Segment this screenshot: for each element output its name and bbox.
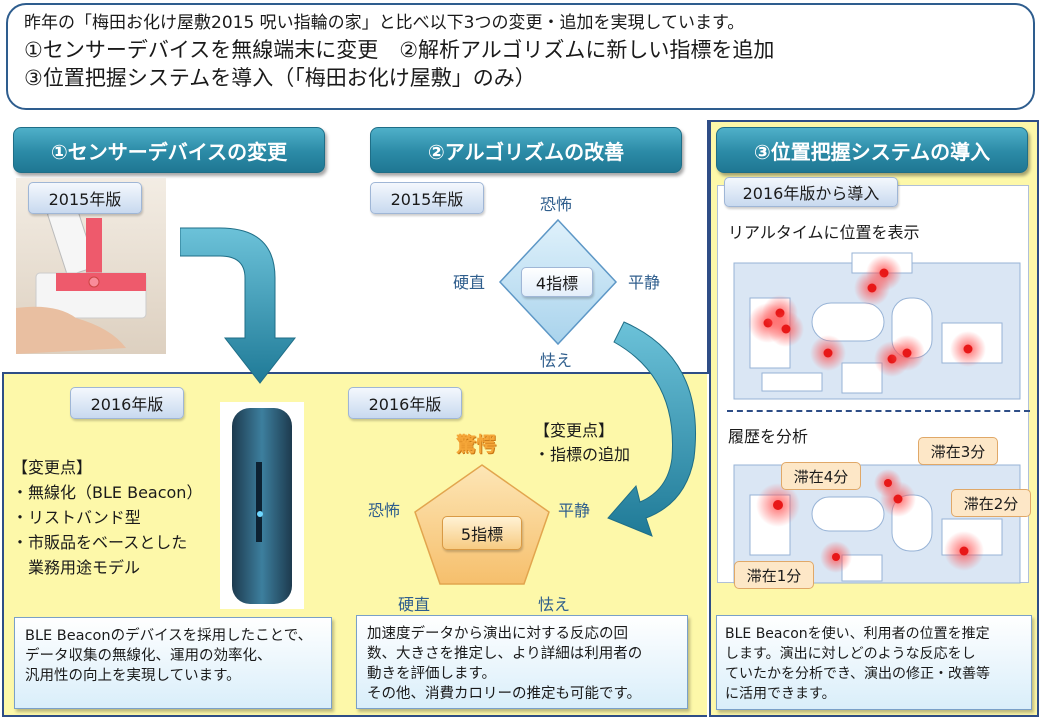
diamond-label-bottom: 怯え: [540, 351, 573, 370]
device-2015-illustration: [16, 204, 147, 354]
pentagon-label-left: 恐怖: [368, 501, 401, 520]
section1-change-1: ・リストバンド型: [12, 508, 141, 527]
stay-label-3min: 滞在3分: [918, 437, 998, 465]
intro-line-3: ③位置把握システムを導入（「梅田お化け屋敷」のみ）: [24, 66, 536, 90]
device-2016-photo: [220, 402, 304, 609]
section2-arrow-icon: [607, 321, 697, 537]
section1-ver-2015: 2015年版: [28, 182, 142, 214]
section3-separator: [727, 410, 1030, 412]
pentagon-label-top: 驚愕: [456, 432, 496, 456]
region-divider: [707, 120, 709, 374]
section3-desc-line: します。演出に対しどのような反応をし: [725, 646, 976, 662]
section1-desc-line: データ収集の無線化、運用の効率化、: [25, 648, 272, 664]
section1-desc-line: 汎用性の向上を実現しています。: [25, 668, 241, 684]
section1-changes-title: 【変更点】: [12, 458, 93, 477]
pentagon-center: 5指標: [442, 516, 522, 550]
section2-desc-line: 数、大きさを推定し、より詳細は利用者の: [367, 646, 643, 662]
section2-change-0: ・指標の追加: [534, 445, 631, 464]
diamond-label-right: 平静: [628, 273, 661, 292]
section1-change-2: ・市販品をベースとした: [12, 533, 188, 552]
section3-realtime-label: リアルタイムに位置を表示: [728, 223, 920, 242]
section2-ver-2015: 2015年版: [370, 182, 484, 214]
section2-desc-line: その他、消費カロリーの推定も可能です。: [367, 686, 642, 702]
section1-change-3: 業務用途モデル: [12, 558, 141, 577]
stay-label-2min: 滞在2分: [951, 489, 1031, 517]
section2-changes-title: 【変更点】: [534, 421, 615, 440]
intro-callout: 昨年の「梅田お化け屋敷2015 呪い指輪の家」と比べ以下3つの変更・追加を実現し…: [6, 3, 1035, 110]
section1-description: BLE Beaconのデバイスを採用したことで、 データ収集の無線化、運用の効率…: [14, 617, 332, 709]
section2-ver-2016: 2016年版: [348, 387, 462, 419]
section1-desc-line: BLE Beaconのデバイスを採用したことで、: [25, 628, 313, 644]
section1-title: ①センサーデバイスの変更: [13, 127, 325, 173]
diamond-label-top: 恐怖: [540, 195, 573, 214]
pentagon-label-right: 平静: [558, 501, 591, 520]
stay-label-4min: 滞在4分: [781, 462, 861, 490]
section3-ver-2016: 2016年版から導入: [724, 177, 898, 207]
section3-desc-line: に活用できます。: [725, 686, 836, 702]
pentagon-label-bottom-right: 怯え: [538, 595, 571, 614]
section2-title: ②アルゴリズムの改善: [370, 127, 682, 173]
wristband-illustration: [232, 408, 292, 604]
section2-desc-line: 動きを評価します。: [367, 666, 497, 682]
section3-desc-line: BLE Beaconを使い、利用者の位置を推定: [725, 626, 990, 642]
section3-history-label: 履歴を分析: [728, 427, 809, 446]
intro-line-2: ①センサーデバイスを無線端末に変更 ②解析アルゴリズムに新しい指標を追加: [24, 38, 775, 62]
section2-desc-line: 加速度データから演出に対する反応の回: [367, 626, 628, 642]
realtime-floor-map: [733, 252, 1021, 400]
section1-ver-2016: 2016年版: [70, 387, 184, 419]
section3-title: ③位置把握システムの導入: [716, 127, 1028, 173]
diamond-label-left: 硬直: [453, 273, 486, 292]
section3-desc-line: ていたかを分析でき、演出の修正・改善等: [725, 666, 991, 682]
section1-change-0: ・無線化（BLE Beacon）: [12, 483, 203, 502]
stay-label-1min: 滞在1分: [734, 561, 814, 589]
intro-line-1: 昨年の「梅田お化け屋敷2015 呪い指輪の家」と比べ以下3つの変更・追加を実現し…: [24, 13, 745, 33]
section1-arrow-icon: [180, 227, 297, 384]
section2-description: 加速度データから演出に対する反応の回 数、大きさを推定し、より詳細は利用者の 動…: [356, 615, 688, 709]
section3-description: BLE Beaconを使い、利用者の位置を推定 します。演出に対しどのような反応…: [716, 615, 1032, 710]
diamond-center: 4指標: [521, 267, 593, 297]
pentagon-label-bottom-left: 硬直: [398, 595, 431, 614]
